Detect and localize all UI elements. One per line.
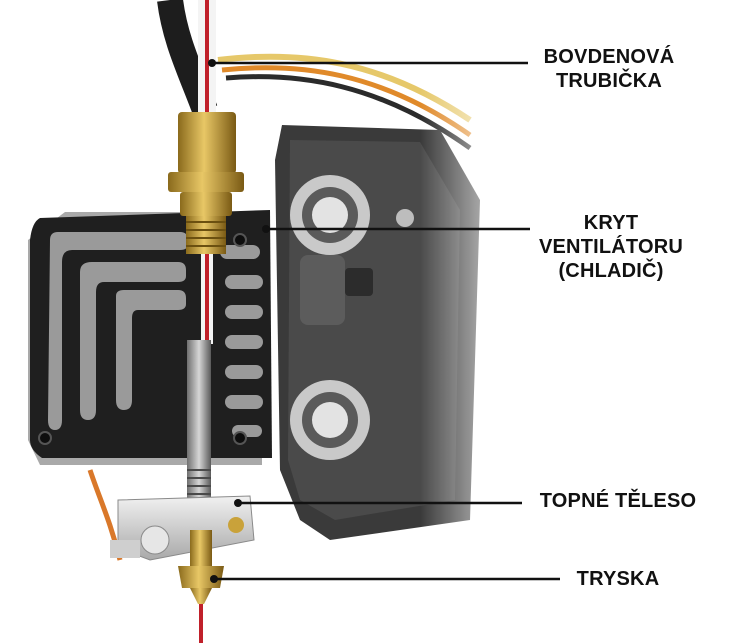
bowden-coupler [168, 112, 244, 254]
leader-lines [212, 61, 560, 581]
filament [205, 254, 209, 344]
label-bowden-line1: BOVDENOVÁ [543, 46, 675, 68]
label-fan-line1: KRYT [583, 212, 639, 234]
label-bowden-tube: BOVDENOVÁ TRUBIČKA [534, 45, 684, 93]
bowden-tube [198, 0, 216, 120]
fade-overlay [420, 90, 530, 560]
bearing-top [290, 175, 370, 255]
heatbreak [187, 340, 211, 500]
label-fan-line2: VENTILÁTORU [538, 236, 684, 258]
screw [396, 209, 414, 227]
leader-dots [208, 59, 270, 583]
label-bowden-line2: TRUBIČKA [555, 70, 663, 92]
label-fan-line3: (CHLADIČ) [558, 260, 664, 282]
label-nozzle: TRYSKA [568, 567, 668, 591]
fan-grille-slots [48, 232, 263, 437]
bearing-bottom [290, 380, 370, 460]
heater-block [110, 495, 255, 561]
label-nozzle-line1: TRYSKA [576, 568, 660, 590]
label-fan-cover: KRYT VENTILÁTORU (CHLADIČ) [536, 211, 686, 283]
label-heater-line1: TOPNÉ TĚLESO [539, 490, 697, 512]
fan-cover [28, 210, 272, 465]
label-heater-block: TOPNÉ TĚLESO [528, 489, 708, 513]
